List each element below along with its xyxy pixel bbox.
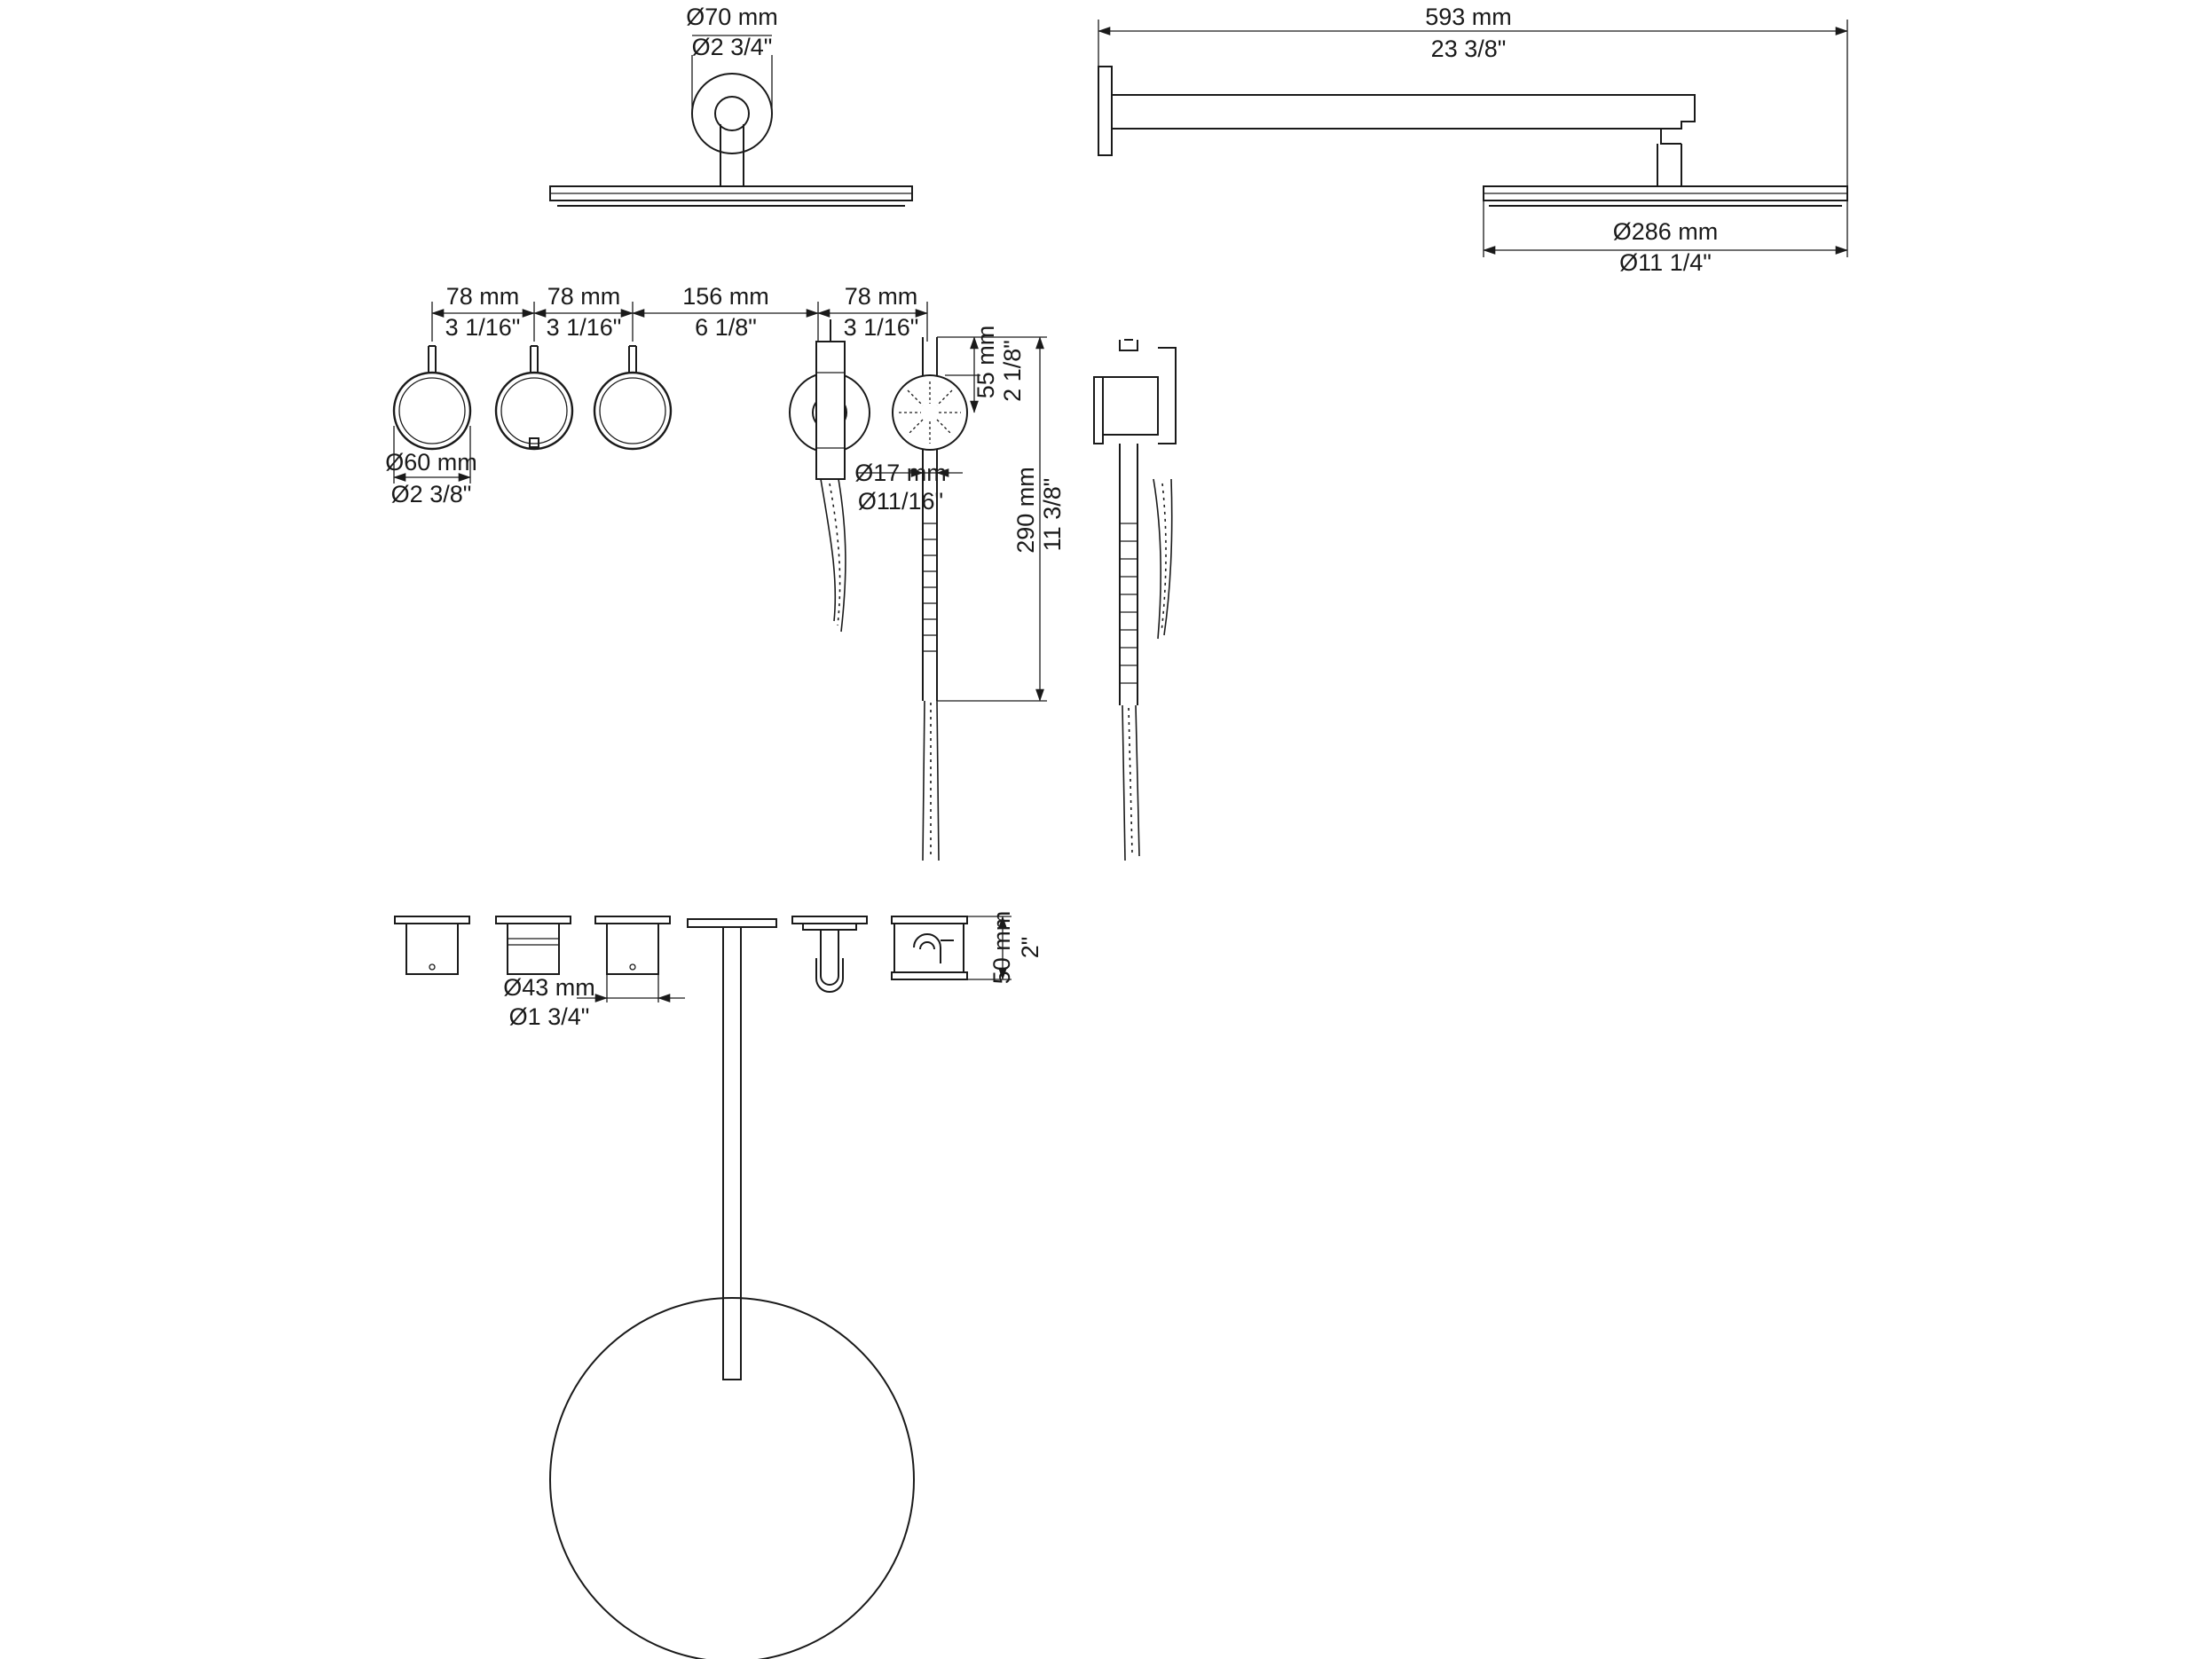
- spacing-2-in-label: 3 1/16": [547, 314, 622, 341]
- hose-outlet-front-view: [789, 319, 870, 633]
- handle-knob-3: [593, 345, 673, 451]
- shower-arm: [1111, 94, 1696, 130]
- spacing-1-mm-label: 78 mm: [446, 283, 520, 310]
- valve-body-1: [394, 916, 470, 975]
- hose-outlet-top-view: [791, 916, 868, 993]
- holder-body: [1103, 376, 1159, 436]
- handle-plate-diameter-in-label: Ø2 3/8": [391, 481, 472, 507]
- hand-shower-front-view: [892, 337, 968, 861]
- arm-length-mm-label: 593 mm: [1425, 4, 1512, 30]
- spacing-dimensions: [431, 302, 928, 342]
- spacing-1-in-label: 3 1/16": [445, 314, 521, 341]
- handle-plate-diameter-mm-label: Ø60 mm: [385, 449, 477, 476]
- flange-diameter-in-label: Ø2 3/4": [692, 34, 773, 60]
- handle-diameter-mm-label: Ø17 mm: [854, 460, 947, 486]
- rain-head-diameter-in-label: Ø11 1/4": [1619, 249, 1712, 276]
- hand-shower-side-view: [1093, 339, 1177, 861]
- spacing-4-mm-label: 78 mm: [845, 283, 918, 310]
- shower-holder-top-view: [891, 916, 968, 980]
- holder-height-mm-label: 50 mm: [988, 911, 1015, 985]
- valve-diameter-mm-label: Ø43 mm: [503, 974, 595, 1001]
- head-size-mm-label: 55 mm: [972, 326, 999, 399]
- shower-face: [892, 374, 968, 451]
- spacing-3-in-label: 6 1/8": [695, 314, 757, 341]
- arm-wall-plate: [1098, 66, 1113, 156]
- arm-length-in-label: 23 3/8": [1431, 35, 1507, 62]
- ceiling-arm-top-view: [687, 918, 777, 1380]
- rain-head-diameter-mm-label: Ø286 mm: [1613, 218, 1719, 245]
- shower-head-front-view: [549, 35, 913, 207]
- flange-diameter-mm-label: Ø70 mm: [686, 4, 778, 30]
- head-size-in-label: 2 1/8": [999, 340, 1026, 402]
- handle-knob-2: [494, 345, 574, 451]
- ceiling-rain-head-top-view: [549, 1297, 915, 1659]
- handle-knob-1: [392, 345, 472, 451]
- shower-arm-side-view: [1098, 20, 1848, 257]
- valve-diameter-in-label: Ø1 3/4": [509, 1003, 590, 1030]
- valve-body-3: [594, 916, 671, 975]
- wall-flange: [691, 73, 773, 154]
- shower-length-in-label: 11 3/8": [1039, 478, 1066, 552]
- spacing-3-mm-label: 156 mm: [682, 283, 769, 310]
- valve-body-2: [495, 916, 571, 975]
- arm-section: [714, 96, 750, 131]
- holder-height-in-label: 2": [1017, 937, 1043, 959]
- spacing-2-mm-label: 78 mm: [547, 283, 621, 310]
- handle-diameter-in-label: Ø11/16": [858, 488, 943, 515]
- shower-length-mm-label: 290 mm: [1012, 467, 1039, 554]
- holder-wall-plate: [1093, 376, 1104, 444]
- spacing-4-in-label: 3 1/16": [844, 314, 919, 341]
